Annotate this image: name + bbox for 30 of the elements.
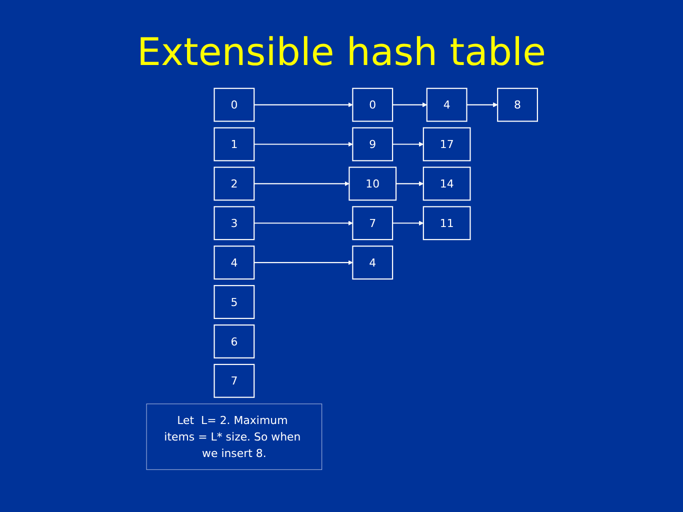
- arrow: [254, 260, 352, 265]
- node-box: Let L= 2. Maximum items = L* size. So when we insert 8.: [146, 404, 322, 470]
- node-box: 4: [213, 246, 254, 280]
- arrow: [254, 181, 349, 186]
- node-box: 7: [213, 364, 254, 398]
- arrow: [254, 102, 352, 108]
- node-box: 17: [422, 127, 470, 162]
- node-box: 4: [426, 88, 467, 122]
- arrow: [392, 102, 427, 108]
- arrow: [396, 181, 424, 186]
- node-box: 14: [422, 166, 470, 201]
- node-box: 6: [213, 324, 254, 358]
- node-box: 0: [352, 88, 393, 122]
- node-box: 7: [352, 206, 393, 240]
- node-box: 1: [213, 127, 254, 162]
- node-box: 8: [496, 88, 538, 122]
- node-box: 11: [422, 206, 470, 240]
- node-box: 0: [213, 88, 254, 122]
- node-box: 5: [213, 285, 254, 319]
- node-box: 9: [352, 127, 393, 162]
- arrow: [392, 142, 424, 147]
- slide-title: Extensible hash table: [136, 30, 547, 74]
- arrow: [254, 220, 352, 226]
- arrow: [392, 220, 424, 226]
- node-box: 2: [213, 166, 254, 201]
- arrow: [466, 102, 498, 108]
- node-box: 3: [213, 206, 254, 240]
- node-box: 10: [348, 166, 396, 201]
- arrow: [254, 142, 352, 147]
- node-box: 4: [352, 246, 393, 280]
